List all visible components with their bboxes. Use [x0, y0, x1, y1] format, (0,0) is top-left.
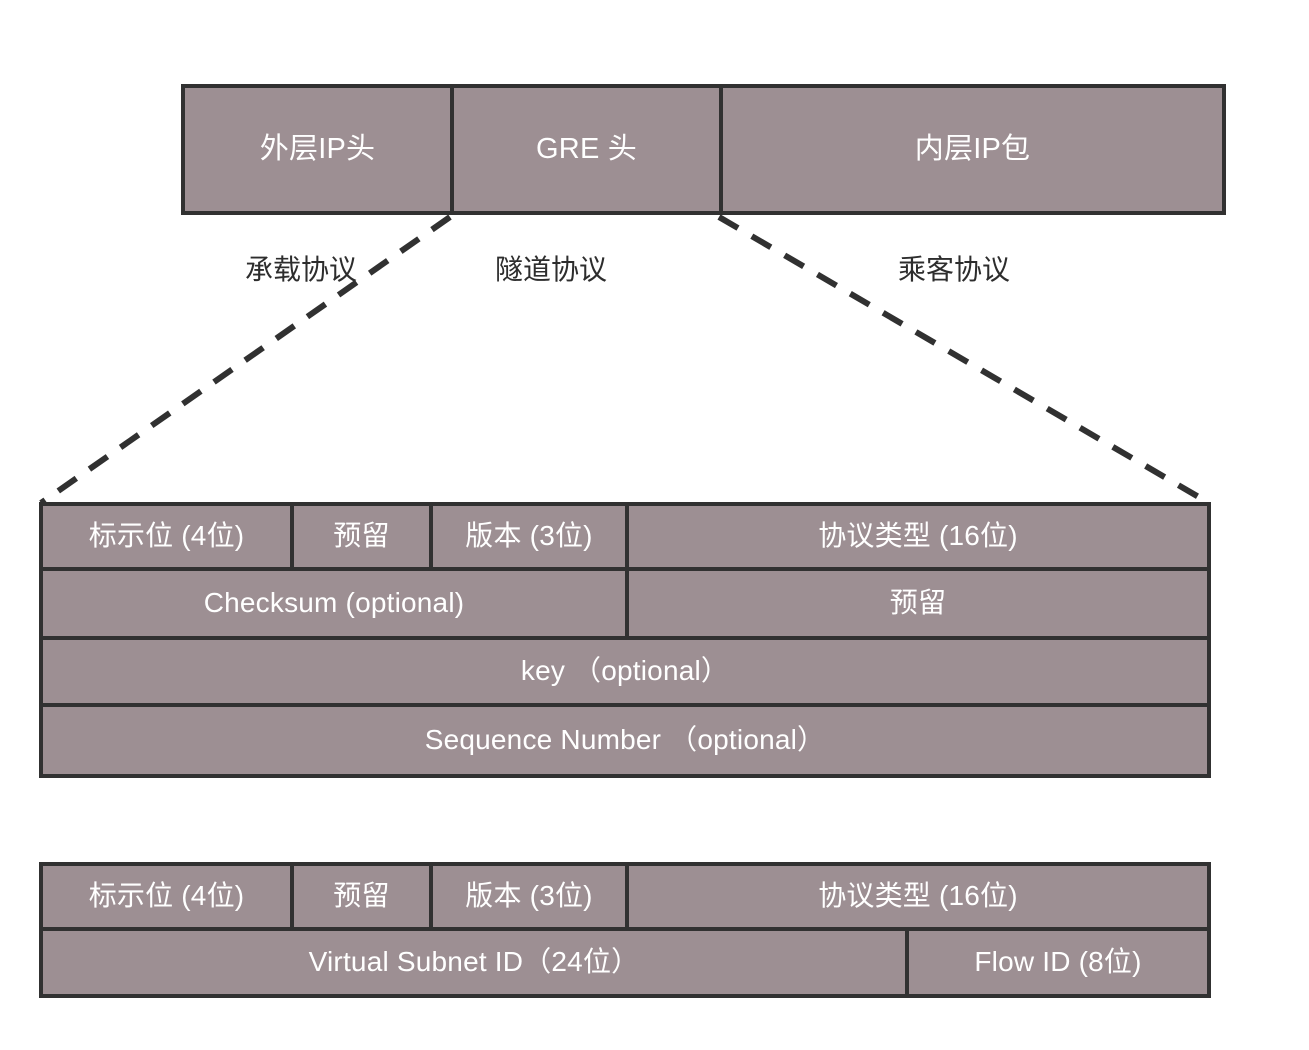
caption-carrier-protocol: 承载协议: [245, 248, 357, 288]
gre-field-label: 预留: [889, 587, 947, 619]
gre-field-label: 版本 (3位): [465, 520, 593, 552]
gre-field-reserved0: 预留: [290, 502, 433, 571]
gre-field-protocol-type: 协议类型 (16位): [625, 502, 1211, 571]
encapsulation-cell-label: GRE 头: [536, 132, 637, 165]
gre-field-version: 版本 (3位): [429, 502, 629, 571]
gre-header-table: 标示位 (4位) 预留 版本 (3位) 协议类型 (16位) Checksum …: [39, 502, 1211, 778]
encapsulation-cell-label: 内层IP包: [914, 132, 1031, 165]
gre-field-checksum: Checksum (optional): [39, 567, 629, 640]
gre-field-reserved1: 预留: [625, 567, 1211, 640]
gre-field-label: key （optional）: [520, 655, 730, 687]
gre-field-flags: 标示位 (4位): [39, 502, 294, 571]
nvgre-field-flags: 标示位 (4位): [39, 862, 294, 931]
nvgre-field-label: Virtual Subnet ID（24位）: [308, 946, 640, 978]
caption-label: 隧道协议: [495, 254, 608, 285]
nvgre-field-label: 协议类型 (16位): [818, 880, 1018, 912]
gre-field-label: 预留: [333, 520, 390, 552]
nvgre-header-table: 标示位 (4位) 预留 版本 (3位) 协议类型 (16位) Virtual S…: [39, 862, 1211, 998]
caption-passenger-protocol: 乘客协议: [898, 248, 1010, 288]
gre-field-key: key （optional）: [39, 636, 1211, 707]
nvgre-field-flow-id: Flow ID (8位): [905, 927, 1211, 998]
nvgre-field-virtual-subnet-id: Virtual Subnet ID（24位）: [39, 927, 909, 998]
nvgre-field-protocol-type: 协议类型 (16位): [625, 862, 1211, 931]
nvgre-field-reserved0: 预留: [290, 862, 433, 931]
nvgre-field-label: Flow ID (8位): [974, 946, 1142, 978]
gre-field-label: 协议类型 (16位): [818, 520, 1018, 552]
encapsulation-cell-inner-ip-packet: 内层IP包: [719, 84, 1226, 215]
nvgre-field-label: 版本 (3位): [465, 880, 593, 912]
gre-field-label: Checksum (optional): [203, 587, 465, 619]
nvgre-field-label: 预留: [333, 880, 390, 912]
gre-field-sequence-number: Sequence Number （optional）: [39, 703, 1211, 778]
caption-label: 乘客协议: [898, 254, 1011, 285]
nvgre-field-version: 版本 (3位): [429, 862, 629, 931]
encapsulation-cell-label: 外层IP头: [259, 132, 376, 165]
caption-tunnel-protocol: 隧道协议: [495, 248, 607, 288]
encapsulation-cell-outer-ip-header: 外层IP头: [181, 84, 454, 215]
caption-label: 承载协议: [245, 254, 358, 285]
gre-field-label: Sequence Number （optional）: [424, 724, 826, 756]
gre-field-label: 标示位 (4位): [88, 520, 245, 552]
encapsulation-cell-gre-header: GRE 头: [450, 84, 723, 215]
nvgre-field-label: 标示位 (4位): [88, 880, 245, 912]
encapsulation-bar: 外层IP头 GRE 头 内层IP包: [181, 84, 1226, 215]
